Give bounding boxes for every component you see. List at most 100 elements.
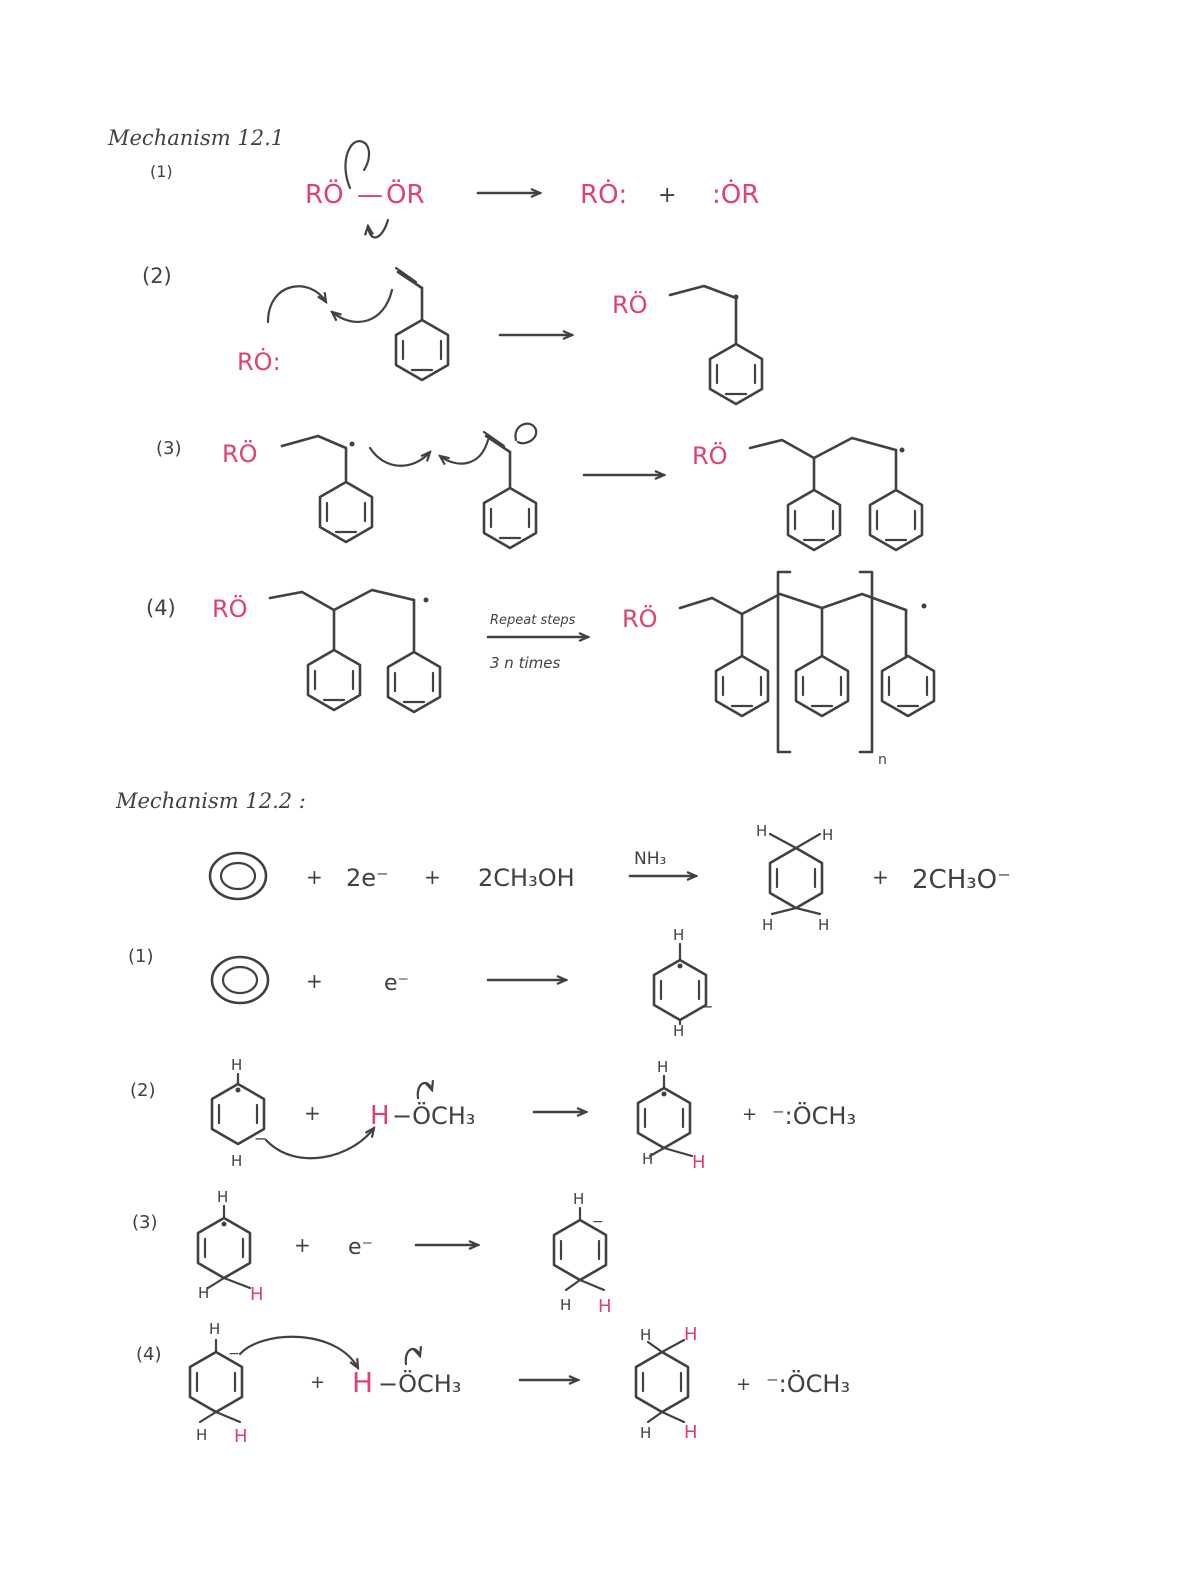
m121-s3-product-ro: RÖ [692,441,728,470]
m121-s3-styrene [482,430,538,550]
m121-s4-arrow-bottom: 3 n times [490,654,560,672]
m121-s1-plus: + [658,183,676,208]
m122-s4-methoxide: ⁻:ÖCH₃ [766,1369,850,1398]
m122-overall-h-tl: H [756,822,767,840]
m122-step2-label: (2) [130,1080,156,1101]
m122-s2-methoxide: ⁻:ÖCH₃ [772,1101,856,1130]
m122-s4-methanol: −ÖCH₃ [378,1369,461,1398]
m122-s3-anion [552,1206,608,1292]
m122-step1-label: (1) [128,946,154,967]
m122-s1-electron: e⁻ [384,971,409,996]
m121-s4-product-ro: RÖ [622,604,658,633]
m121-s3-radical-chain [280,434,374,544]
m122-s4-anion [188,1338,244,1424]
m122-s2-product [636,1074,694,1158]
m122-s4-product-h-br: H [684,1422,698,1443]
m121-s4-arrow-top: Repeat steps [490,613,576,628]
m122-s3-h-br: H [250,1284,264,1305]
m122-overall-h-bl: H [762,916,773,934]
m122-s3-radical [196,1204,252,1290]
m122-s2-h-top: H [231,1056,242,1074]
m121-s4-polymer [678,570,936,754]
m122-s4-plus2: + [736,1374,751,1395]
m121-s1-or-right: ÖR [386,178,425,210]
m121-s1-peroxide: RÖ — ÖR [305,178,425,210]
m122-s2-h-bottom: H [231,1152,242,1170]
m122-s3-h-bl: H [198,1284,209,1302]
m122-s4-h-top: H [209,1320,220,1338]
m122-s4-product-h-tr: H [684,1324,698,1345]
m122-s2-charge: − [254,1129,267,1148]
mechanism-12-1-title: Mechanism 12.1 [107,126,284,150]
m122-s4-h-br: H [234,1426,248,1447]
m122-s3-h-top: H [217,1188,228,1206]
m121-step3-label: (3) [156,438,182,459]
m122-s2-product-h-top: H [657,1058,668,1076]
m121-s2-arrow-pi [332,288,394,323]
m122-overall-plus2: + [424,865,441,889]
m122-overall-methanol: 2CH₃OH [478,864,575,892]
m122-s2-bond-arrow [416,1083,432,1100]
m121-step4-label: (4) [146,596,176,620]
m121-s2-arrow-radical [266,285,326,324]
m121-s3-reactant-ro: RÖ [222,439,258,468]
m121-s1-dash: — [357,180,383,210]
m122-s1-benzene [210,955,270,1005]
m122-overall-plus1: + [306,865,323,889]
m122-step4-label: (4) [136,1344,162,1365]
m122-s1-h-bottom: H [673,1022,684,1040]
m121-s3-fishhook [514,422,538,445]
m121-s4-dimer-chain [268,588,442,714]
m121-s1-product-right: :ȮR [712,178,759,210]
m122-s4-h-bl: H [196,1426,207,1444]
m121-s1-product-left: RȮ: [580,178,627,210]
m122-s3-product-h-br: H [598,1296,612,1317]
m122-s4-plus: + [310,1372,325,1393]
m122-s2-proton: H [370,1101,390,1131]
m122-s1-radical-anion [652,942,708,1026]
m121-s2-product-chain [668,284,764,406]
m122-s1-charge: − [700,997,713,1016]
m122-s2-plus2: + [742,1104,757,1125]
m122-step3-label: (3) [132,1212,158,1233]
m122-s1-h-top: H [673,926,684,944]
m122-s3-plus: + [294,1233,311,1257]
m121-step2-label: (2) [142,264,172,288]
m122-s4-bond-arrow [404,1349,420,1366]
m121-s4-bracket-right [858,570,874,754]
m122-overall-h-br: H [818,916,829,934]
m121-s3-product-chain [748,436,924,552]
m122-overall-solvent: NH₃ [634,849,666,869]
m122-overall-electrons: 2e⁻ [346,864,389,892]
m122-s4-product-h-bl: H [640,1424,651,1442]
m122-s3-electron: e⁻ [348,1235,373,1260]
m122-s4-proton: H [352,1366,373,1399]
m122-s2-methanol: −ÖCH₃ [392,1101,475,1130]
m121-s1-ro-left: RÖ [305,178,344,210]
m122-s2-product-h-bl: H [642,1150,653,1168]
m121-s2-radical: RȮ: [237,347,281,376]
m122-overall-h-tr: H [822,826,833,844]
m121-s3-arrow-pi [440,438,490,464]
m122-s4-electron-arrow [238,1335,358,1368]
m122-s2-electron-arrow [264,1128,374,1160]
m121-s2-product-ro: RÖ [612,290,648,319]
m122-s2-product-h-br: H [692,1152,706,1173]
mechanism-12-2-title: Mechanism 12.2 : [115,789,306,813]
m122-s4-product-h-tl: H [640,1326,651,1344]
m122-overall-product [768,832,824,916]
m121-s4-bracket-left [776,570,792,754]
m122-overall-plus3: + [872,865,889,889]
m122-s4-product [634,1338,690,1424]
m122-s4-charge: − [228,1346,240,1362]
m121-s2-styrene [394,266,450,382]
m122-overall-byproduct: 2CH₃O⁻ [912,865,1011,895]
m121-s4-reactant-ro: RÖ [212,594,248,623]
m122-overall-benzene [208,851,268,901]
m122-s2-radical-anion [210,1072,266,1146]
m121-s3-arrow-radical [368,446,430,467]
m121-step1-label: (1) [150,162,173,181]
m122-s3-product-h-top: H [573,1190,584,1208]
